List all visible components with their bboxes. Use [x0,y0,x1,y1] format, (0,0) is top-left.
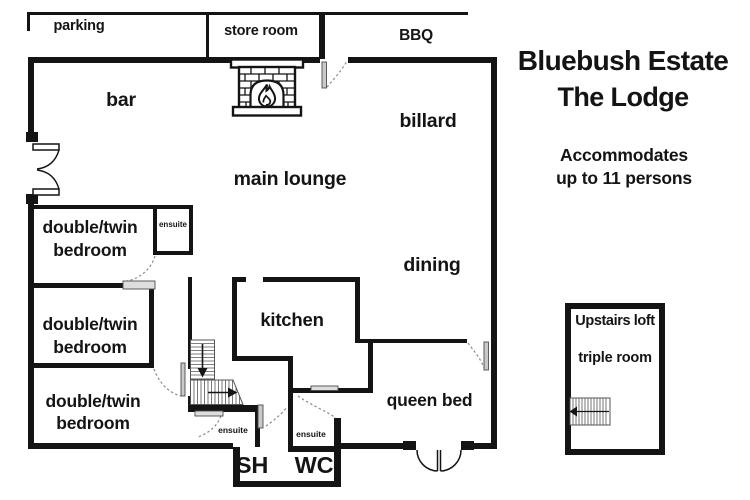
dining-door-leaf [483,341,489,371]
room-label-kitchen: kitchen [260,309,324,330]
bedroom-divider-door [122,280,156,290]
door-swing-arcs [126,60,485,438]
outdoor-boundary-lines [27,12,468,59]
room-label-bar: bar [106,89,136,111]
queen-hall-door-leaf [257,404,264,429]
room-label-bedroom-3: double/twin bedroom [33,391,153,434]
loft-title: Upstairs loft [575,313,655,329]
capacity-text-line1: Accommodates [560,145,688,165]
ensuite2-door [194,410,224,417]
bedroom-label-line2: bedroom [56,412,130,433]
entrance-double-door-icon [32,143,60,196]
hall-door-leaf [180,362,186,397]
interior-walls [28,205,467,487]
room-label-parking: parking [53,18,105,34]
room-label-billard: billard [399,110,457,132]
flame-icon [257,83,277,108]
capacity-text-line2: up to 11 persons [556,168,692,188]
loft-box-outline [565,303,665,455]
patio-double-door-icon [416,449,462,472]
room-label-bbq: BBQ [399,27,433,44]
top-door-leaf [321,61,327,89]
loft-room-label: triple room [578,350,652,366]
loft-staircase-icon [569,397,611,426]
outer-walls [26,57,497,450]
estate-title-line2: The Lodge [557,82,689,112]
room-label-shower: SH [235,452,269,478]
room-label-dining: dining [403,254,461,276]
room-label-store-room: store room [224,23,298,39]
fireplace-icon [229,58,305,117]
room-label-bedroom-2: double/twin bedroom [30,313,150,358]
room-label-ensuite-3: ensuite [296,429,326,439]
room-label-ensuite-2: ensuite [218,425,248,435]
bedroom-label-line1: double/twin [42,217,138,237]
bedroom-label-line1: double/twin [45,391,141,411]
room-label-bedroom-1: double/twin bedroom [30,216,150,261]
bedroom-label-line1: double/twin [42,314,138,334]
main-staircase-icon [190,339,244,405]
door-leaves [122,61,489,429]
room-label-queen-bed: queen bed [386,390,473,410]
bedroom-label-line2: bedroom [53,336,127,357]
room-label-wc: WC [294,452,334,478]
bedroom-label-line2: bedroom [53,239,127,260]
room-label-ensuite-1: ensuite [158,220,187,229]
ensuite3-door [310,385,339,391]
estate-title-line1: Bluebush Estate [517,45,729,76]
room-label-main-lounge: main lounge [233,168,347,190]
